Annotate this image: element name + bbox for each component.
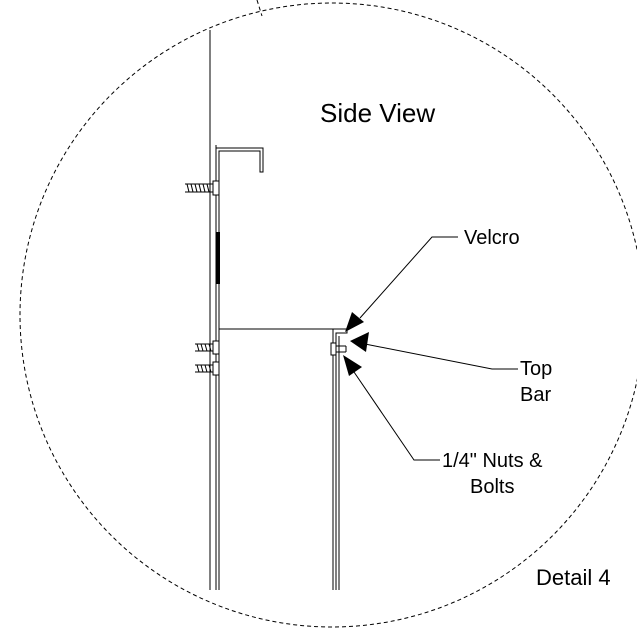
nuts-bolts-arrowhead [343,355,362,376]
velcro-arrowhead [345,312,364,332]
nuts-bolts-label-line2: Bolts [470,476,514,498]
hook-bracket [215,145,264,590]
top-bar-label-line2: Bar [520,384,551,406]
view-title: Side View [320,98,435,128]
top-bar-leader [364,343,518,370]
top-bar-label-line1: Top [520,358,552,380]
nuts-bolts-label-line1: 1/4" Nuts & [442,450,543,472]
wall-velcro-strip [216,232,220,284]
upper-screw [185,180,220,196]
detail-boundary-circle [19,2,637,628]
velcro-leader [359,236,458,319]
lower-screw-2 [195,361,220,376]
detail-label: Detail 4 [536,565,611,590]
velcro-label: Velcro [464,227,520,249]
detail-leader-line [256,0,263,17]
lower-screw-1 [195,340,220,355]
top-bar-arrowhead [350,332,369,352]
top-bar-bracket [333,328,348,590]
nuts-bolts-leader [353,371,440,461]
top-bar-bolt [330,342,347,356]
